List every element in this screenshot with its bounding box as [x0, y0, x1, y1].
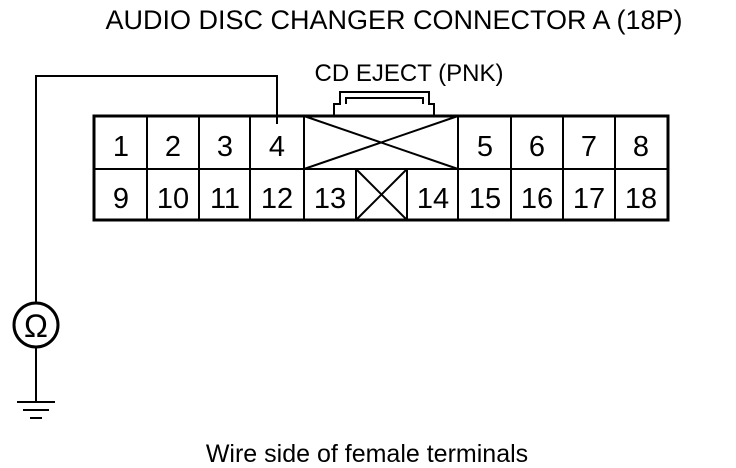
- terminal-11: 11: [210, 183, 240, 215]
- terminal-13: 13: [314, 183, 346, 215]
- terminal-8: 8: [633, 131, 649, 163]
- unused-cavity-top: [303, 115, 459, 170]
- caption: Wire side of female terminals: [206, 440, 528, 468]
- connector-lock-tab: [333, 91, 435, 116]
- ground-icon: [17, 401, 55, 419]
- wire-label: CD EJECT (PNK): [315, 60, 504, 87]
- terminal-16: 16: [521, 183, 553, 215]
- terminal-3: 3: [217, 131, 233, 163]
- terminal-15: 15: [469, 183, 501, 215]
- terminal-10: 10: [157, 183, 189, 215]
- terminal-18: 18: [625, 183, 657, 215]
- probe-wire: [35, 75, 278, 303]
- terminal-4: 4: [269, 131, 285, 163]
- terminal-5: 5: [477, 131, 493, 163]
- ohm-symbol: Ω: [24, 308, 48, 344]
- terminal-12: 12: [261, 183, 293, 215]
- terminal-9: 9: [113, 183, 129, 215]
- unused-cavity-bottom: [355, 168, 408, 221]
- terminal-6: 6: [529, 131, 545, 163]
- terminal-1: 1: [113, 131, 129, 163]
- connector-body: [92, 114, 670, 222]
- terminal-17: 17: [573, 183, 605, 215]
- terminal-2: 2: [165, 131, 181, 163]
- diagram-title: AUDIO DISC CHANGER CONNECTOR A (18P): [105, 5, 682, 35]
- terminal-7: 7: [581, 131, 597, 163]
- ohmmeter-icon: Ω: [12, 301, 60, 349]
- terminal-14: 14: [417, 183, 449, 215]
